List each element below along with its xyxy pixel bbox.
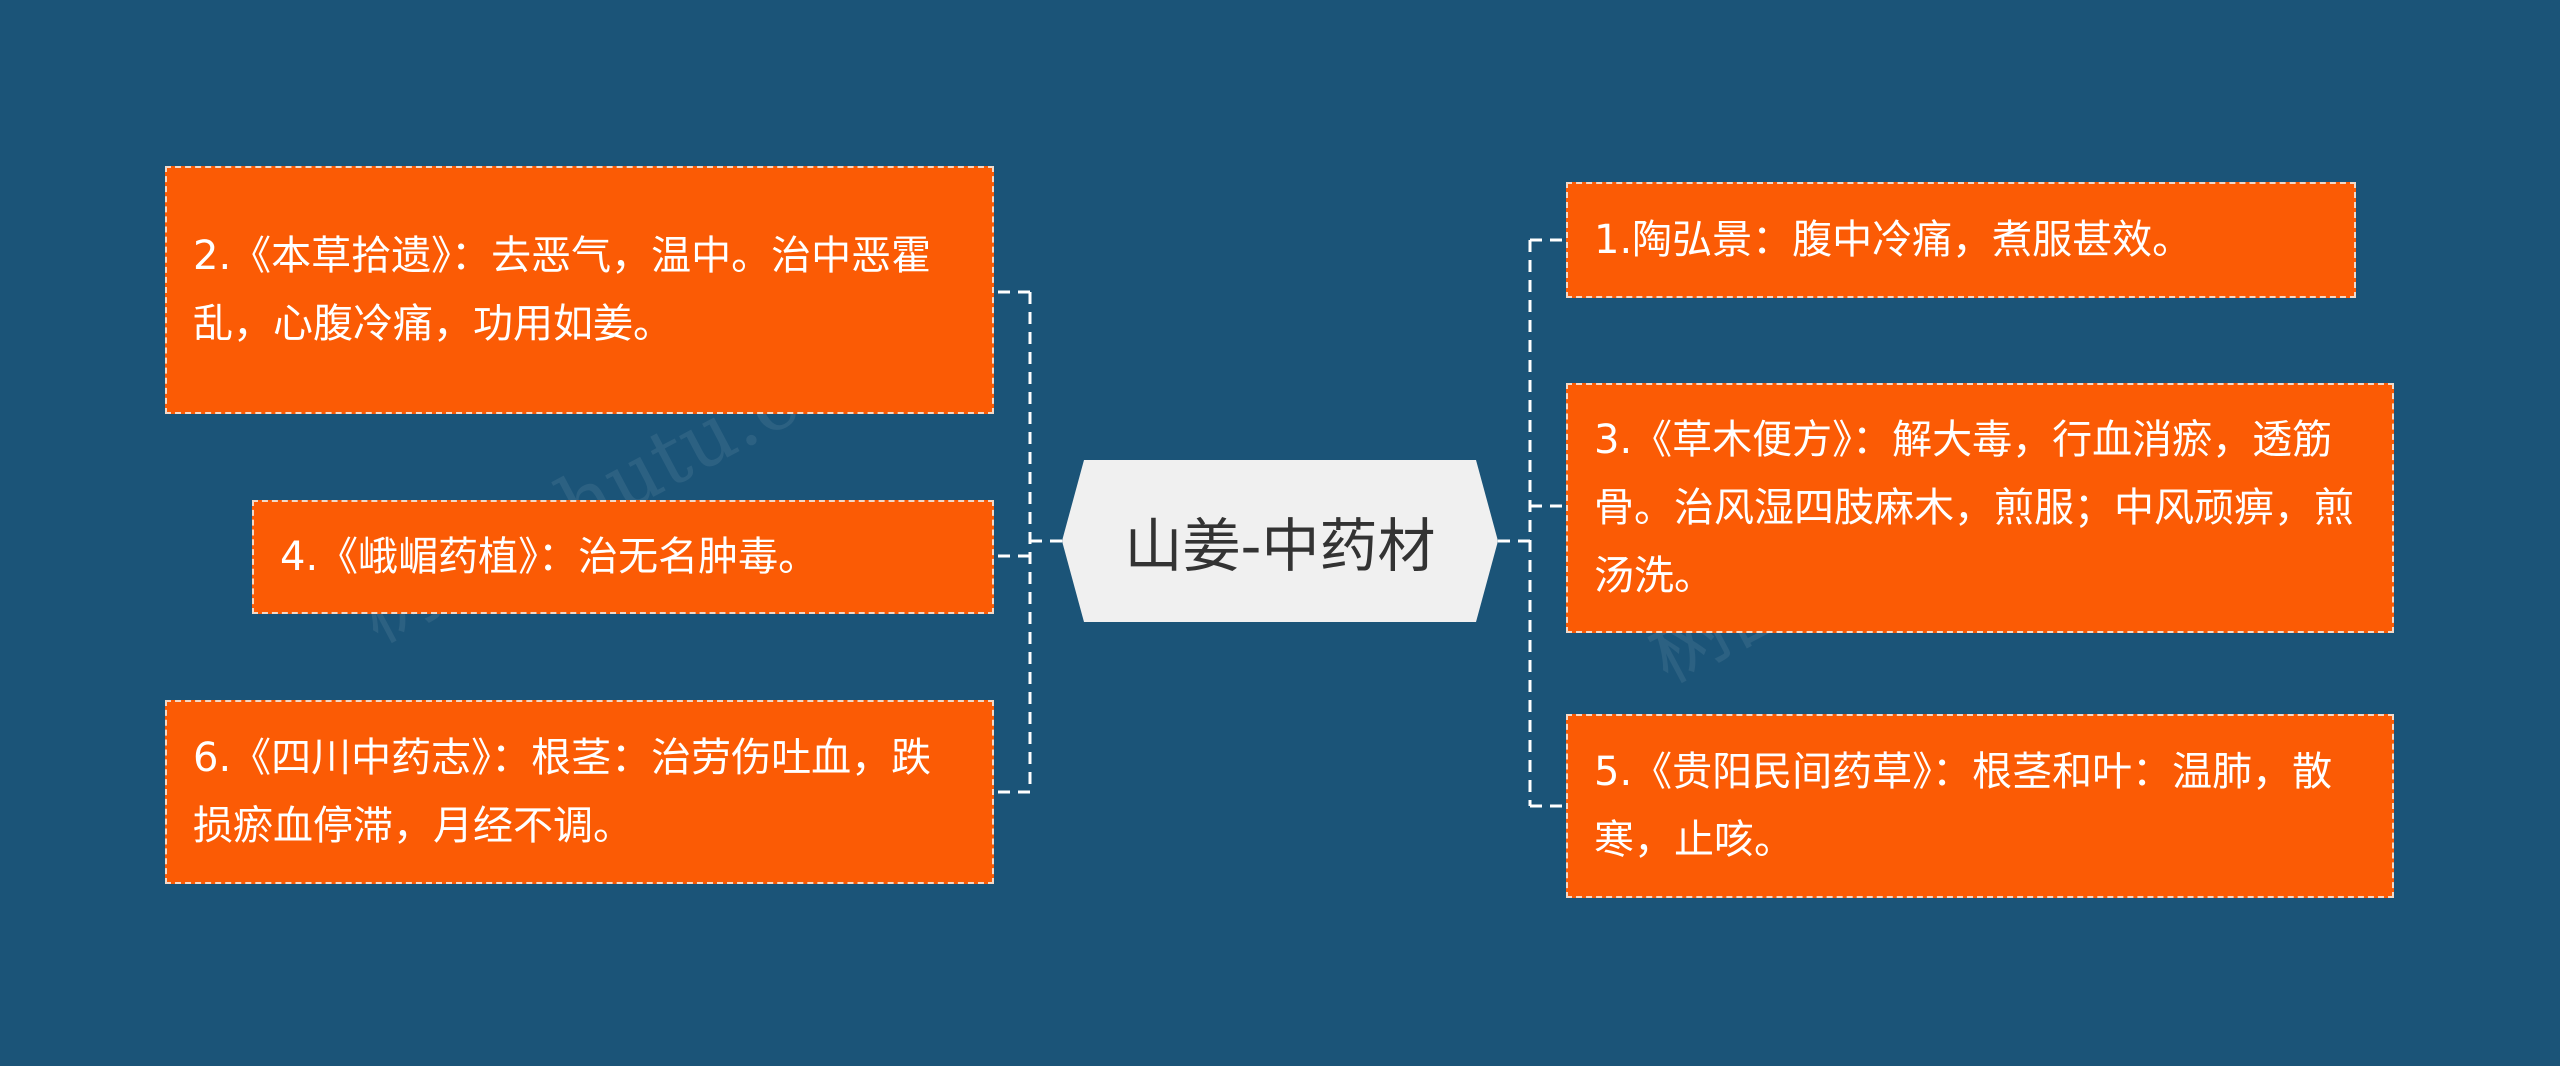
topic-node-1[interactable]: 1.陶弘景：腹中冷痛，煮服甚效。 — [1566, 182, 2356, 298]
topic-node-4[interactable]: 4.《峨嵋药植》：治无名肿毒。 — [252, 500, 994, 614]
topic-node-5[interactable]: 5.《贵阳民间药草》：根茎和叶：温肺，散寒，止咳。 — [1566, 714, 2394, 898]
topic-node-5-text: 5.《贵阳民间药草》：根茎和叶：温肺，散寒，止咳。 — [1594, 749, 2333, 863]
topic-node-1-text: 1.陶弘景：腹中冷痛，煮服甚效。 — [1594, 217, 2193, 263]
topic-node-6[interactable]: 6.《四川中药志》：根茎：治劳伤吐血，跌损瘀血停滞，月经不调。 — [165, 700, 994, 884]
center-topic-label: 山姜-中药材 — [1124, 512, 1436, 580]
topic-node-4-text: 4.《峨嵋药植》：治无名肿毒。 — [280, 534, 819, 580]
topic-node-2-text: 2.《本草拾遗》：去恶气，温中。治中恶霍乱，心腹冷痛，功用如姜。 — [193, 233, 932, 347]
topic-node-3[interactable]: 3.《草木便方》：解大毒，行血消瘀，透筋骨。治风湿四肢麻木，煎服；中风顽痹，煎汤… — [1566, 383, 2394, 633]
topic-node-3-text: 3.《草木便方》：解大毒，行血消瘀，透筋骨。治风湿四肢麻木，煎服；中风顽痹，煎汤… — [1594, 417, 2354, 599]
center-hexagon-shape — [1062, 460, 1498, 622]
topic-node-2[interactable]: 2.《本草拾遗》：去恶气，温中。治中恶霍乱，心腹冷痛，功用如姜。 — [165, 166, 994, 414]
center-topic[interactable]: 山姜-中药材 — [1062, 460, 1498, 622]
topic-node-6-text: 6.《四川中药志》：根茎：治劳伤吐血，跌损瘀血停滞，月经不调。 — [193, 735, 932, 849]
